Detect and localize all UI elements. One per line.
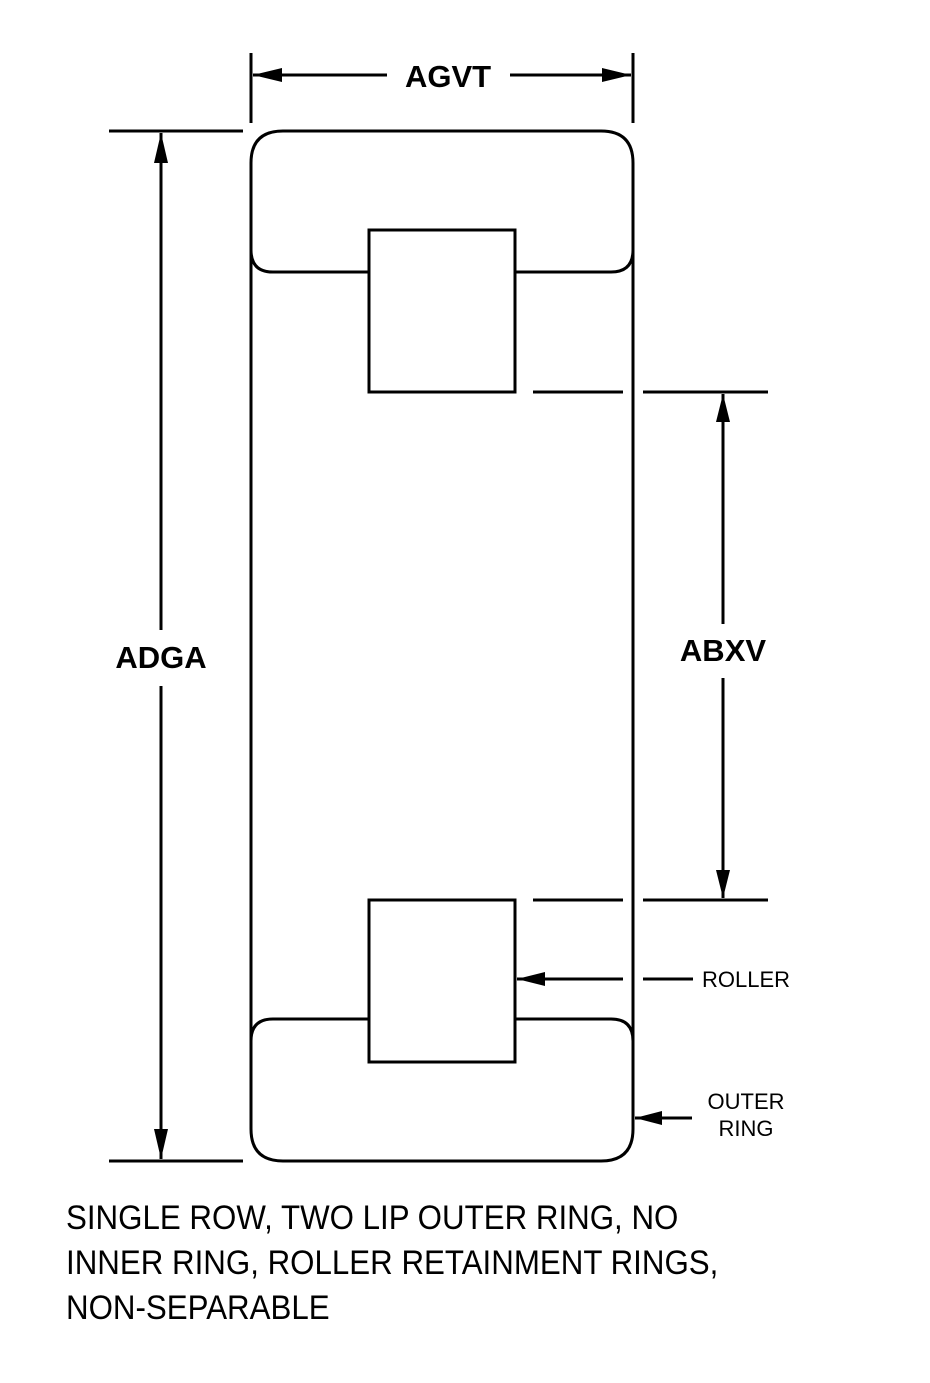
- width-dimension: AGVT: [249, 53, 635, 123]
- arrow-left-icon: [635, 1111, 662, 1125]
- arrow-right-icon: [602, 68, 631, 82]
- overall-height-label: ADGA: [115, 640, 206, 675]
- arrow-left-icon: [253, 68, 282, 82]
- outer-ring-top-edge: [249, 129, 635, 164]
- roller-callout-label: ROLLER: [702, 967, 790, 992]
- top-lip-left: [249, 249, 369, 274]
- arrow-up-icon: [716, 394, 730, 422]
- outer-ring-callout-line2: RING: [719, 1116, 774, 1141]
- arrow-up-icon: [154, 133, 168, 163]
- arrow-down-icon: [154, 1129, 168, 1159]
- roller-top: [367, 228, 517, 394]
- roller-gap-dimension: ABXV: [533, 390, 768, 902]
- diagram-caption: SINGLE ROW, TWO LIP OUTER RING, NO INNER…: [66, 1196, 839, 1331]
- caption-line-3: NON-SEPARABLE: [66, 1289, 330, 1327]
- outer-ring: [249, 129, 635, 1163]
- bottom-lip-left: [249, 1017, 369, 1042]
- roller-callout: ROLLER: [517, 967, 790, 992]
- roller-gap-label: ABXV: [680, 633, 766, 668]
- bottom-lip-right: [515, 1017, 635, 1042]
- outer-ring-callout-line1: OUTER: [708, 1089, 785, 1114]
- outer-ring-callout: OUTER RING: [635, 1089, 785, 1141]
- caption-line-1: SINGLE ROW, TWO LIP OUTER RING, NO: [66, 1199, 679, 1237]
- outer-ring-bottom-edge: [249, 1128, 635, 1163]
- roller-bottom: [367, 898, 517, 1064]
- top-lip-right: [515, 249, 635, 274]
- arrow-down-icon: [716, 870, 730, 898]
- caption-line-2: INNER RING, ROLLER RETAINMENT RINGS,: [66, 1244, 719, 1282]
- overall-height-dimension: ADGA: [109, 129, 243, 1163]
- width-dimension-label: AGVT: [405, 59, 491, 94]
- arrow-left-icon: [517, 972, 545, 986]
